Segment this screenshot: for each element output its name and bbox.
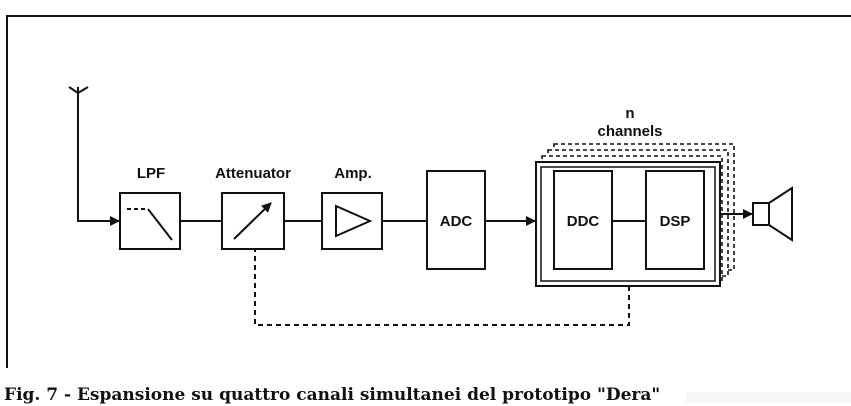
lpf-block — [119, 192, 181, 250]
attenuator-label: Attenuator — [215, 165, 291, 182]
page-edge-stripe — [686, 392, 851, 403]
channels-count-label: n — [625, 105, 634, 122]
variable-attenuator-icon — [233, 202, 272, 240]
lpf-label: LPF — [137, 165, 165, 182]
amp-label: Amp. — [334, 165, 372, 182]
figure-caption: Fig. 7 - Espansione su quattro canali si… — [4, 385, 661, 405]
speaker-icon — [752, 186, 793, 242]
lowpass-filter-icon — [127, 208, 173, 241]
dsp-label: DSP — [660, 213, 691, 230]
adc-block — [426, 170, 486, 270]
channel-board-inner — [540, 166, 716, 282]
adc-label: ADC — [440, 213, 473, 230]
agc-feedback-line — [254, 249, 630, 326]
antenna-icon — [68, 86, 89, 222]
amplifier-triangle-icon — [335, 204, 373, 238]
ddc-label: DDC — [567, 213, 600, 230]
dsp-block — [645, 170, 705, 270]
amp-block — [321, 192, 383, 250]
channels-label: channels — [597, 123, 662, 140]
